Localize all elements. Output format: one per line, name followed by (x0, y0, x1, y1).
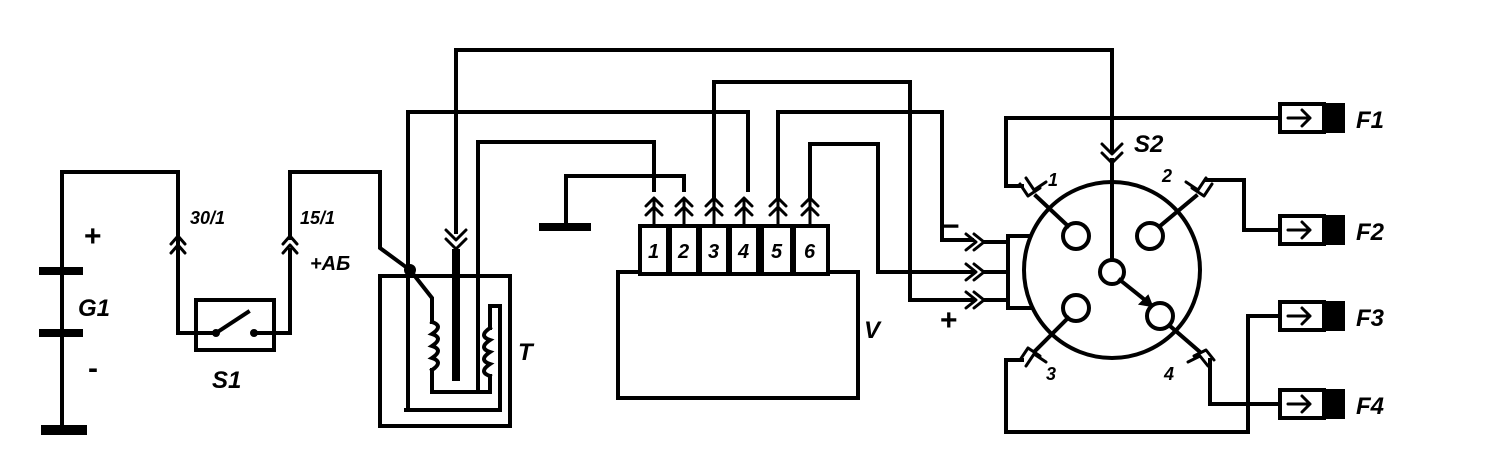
unit-v-pins (638, 224, 830, 276)
wire-plug-f4 (1208, 358, 1282, 406)
distributor-label: S2 (1134, 131, 1164, 158)
battery-label: G1 (78, 295, 110, 322)
supply-label: +АБ (310, 253, 350, 275)
dist-terminal-3: 3 (1046, 364, 1056, 384)
rotor-center (1098, 258, 1126, 286)
wire-coil-inner-loop (476, 140, 656, 394)
ground-symbol (539, 223, 591, 231)
wire-pin3 (712, 80, 974, 302)
dist-socket-1 (1061, 221, 1091, 251)
switch-s1-contact (198, 309, 272, 337)
wire-switch-to-15 (272, 248, 292, 335)
dist-socket-2 (1135, 221, 1165, 251)
dist-terminal-2: 2 (1161, 166, 1172, 186)
coil-label: T (518, 339, 535, 366)
spark-plug-f4 (1278, 388, 1345, 420)
wire-hv-to-distributor (454, 48, 1114, 234)
wire-battery-to-30 (60, 170, 180, 250)
sensor-connectors (964, 232, 1010, 310)
rotor-arrow (1137, 294, 1154, 308)
dist-terminal-1: 1 (1048, 170, 1058, 190)
plug-label-f1: F1 (1356, 107, 1384, 134)
distributor-center-connector (1100, 142, 1124, 264)
unit-v-body (616, 270, 860, 400)
wire-coil-outer-loop (406, 110, 750, 412)
plug-label-f4: F4 (1356, 393, 1384, 420)
terminal-15-label: 15/1 (300, 208, 335, 228)
sensor-minus-label: − (942, 210, 960, 243)
battery-minus-label: - (88, 352, 98, 385)
pin-3: 3 (708, 241, 719, 263)
spark-plug-f1 (1278, 102, 1345, 134)
switch-s1-body (194, 298, 276, 352)
pin-4: 4 (737, 241, 749, 263)
hv-connector (444, 228, 468, 251)
sensor-plus-label: + (940, 304, 958, 337)
switch-label: S1 (212, 367, 241, 394)
wire-ground-pin2 (564, 174, 686, 228)
plug-label-f2: F2 (1356, 219, 1385, 246)
dist-socket-4 (1145, 301, 1175, 331)
terminal-30-label: 30/1 (190, 208, 225, 228)
pin-5: 5 (771, 241, 783, 263)
pin-2: 2 (677, 241, 689, 263)
wire-plug-f1 (1004, 116, 1282, 188)
pin-1: 1 (648, 241, 659, 263)
unit-label: V (864, 317, 882, 344)
pin-6: 6 (804, 241, 816, 263)
pin-connectors (644, 196, 820, 228)
wire-plug-f2 (1204, 178, 1282, 232)
wire-coil-bottom-loop (404, 304, 502, 412)
wire-plug-f3 (1004, 314, 1282, 434)
battery-g1 (39, 170, 87, 435)
spark-plug-f3 (1278, 300, 1345, 332)
dist-socket-3 (1061, 293, 1091, 323)
wire-15-to-coil (288, 170, 413, 273)
connector-30-1 (169, 234, 187, 255)
wire-30-to-switch (176, 248, 198, 335)
battery-plus-label: + (84, 220, 102, 253)
plug-label-f3: F3 (1356, 305, 1385, 332)
wire-pin5 (776, 110, 974, 242)
dist-terminal-4: 4 (1163, 364, 1174, 384)
spark-plug-f2 (1278, 214, 1345, 246)
wire-pin6 (808, 142, 974, 274)
